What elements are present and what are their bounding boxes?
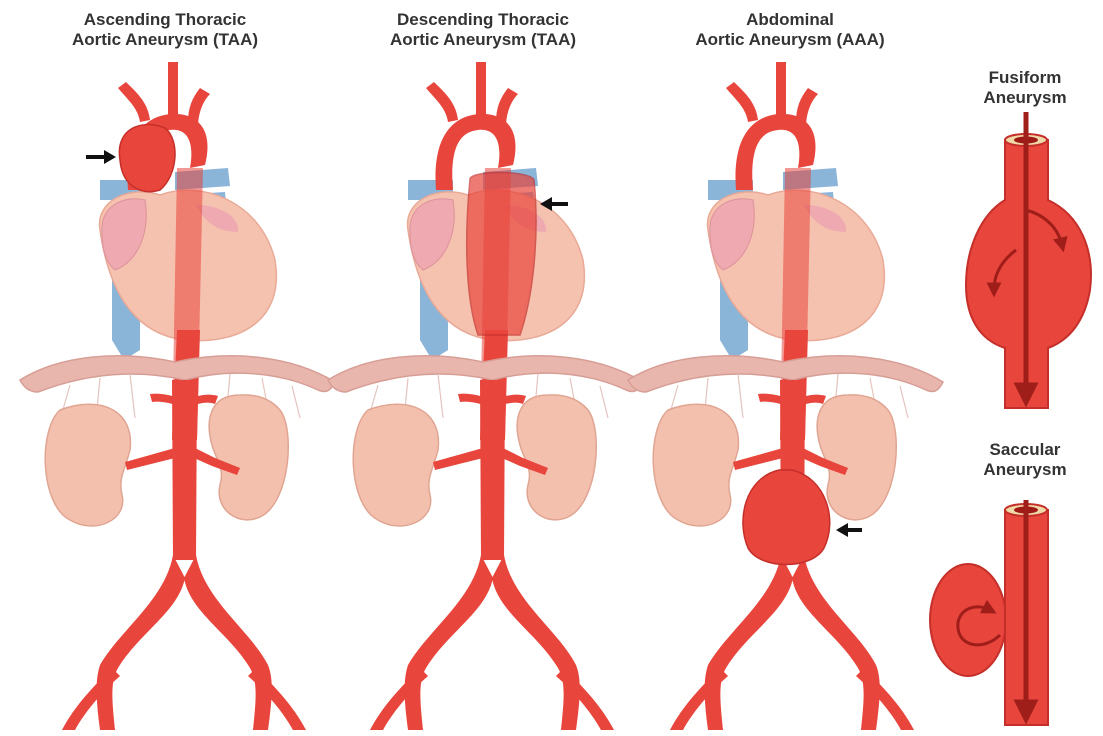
descending-taa-panel	[328, 62, 643, 730]
saccular-aneurysm-diagram	[930, 500, 1048, 725]
pointer-arrow-icon	[836, 523, 862, 537]
ascending-taa-panel	[20, 62, 335, 730]
abdominal-bulge	[743, 470, 830, 565]
thoracic-bulge	[467, 173, 536, 336]
pointer-arrow-icon	[86, 150, 116, 164]
ascending-bulge	[119, 125, 175, 192]
fusiform-aneurysm-diagram	[966, 112, 1091, 408]
abdominal-aaa-panel	[628, 62, 943, 730]
